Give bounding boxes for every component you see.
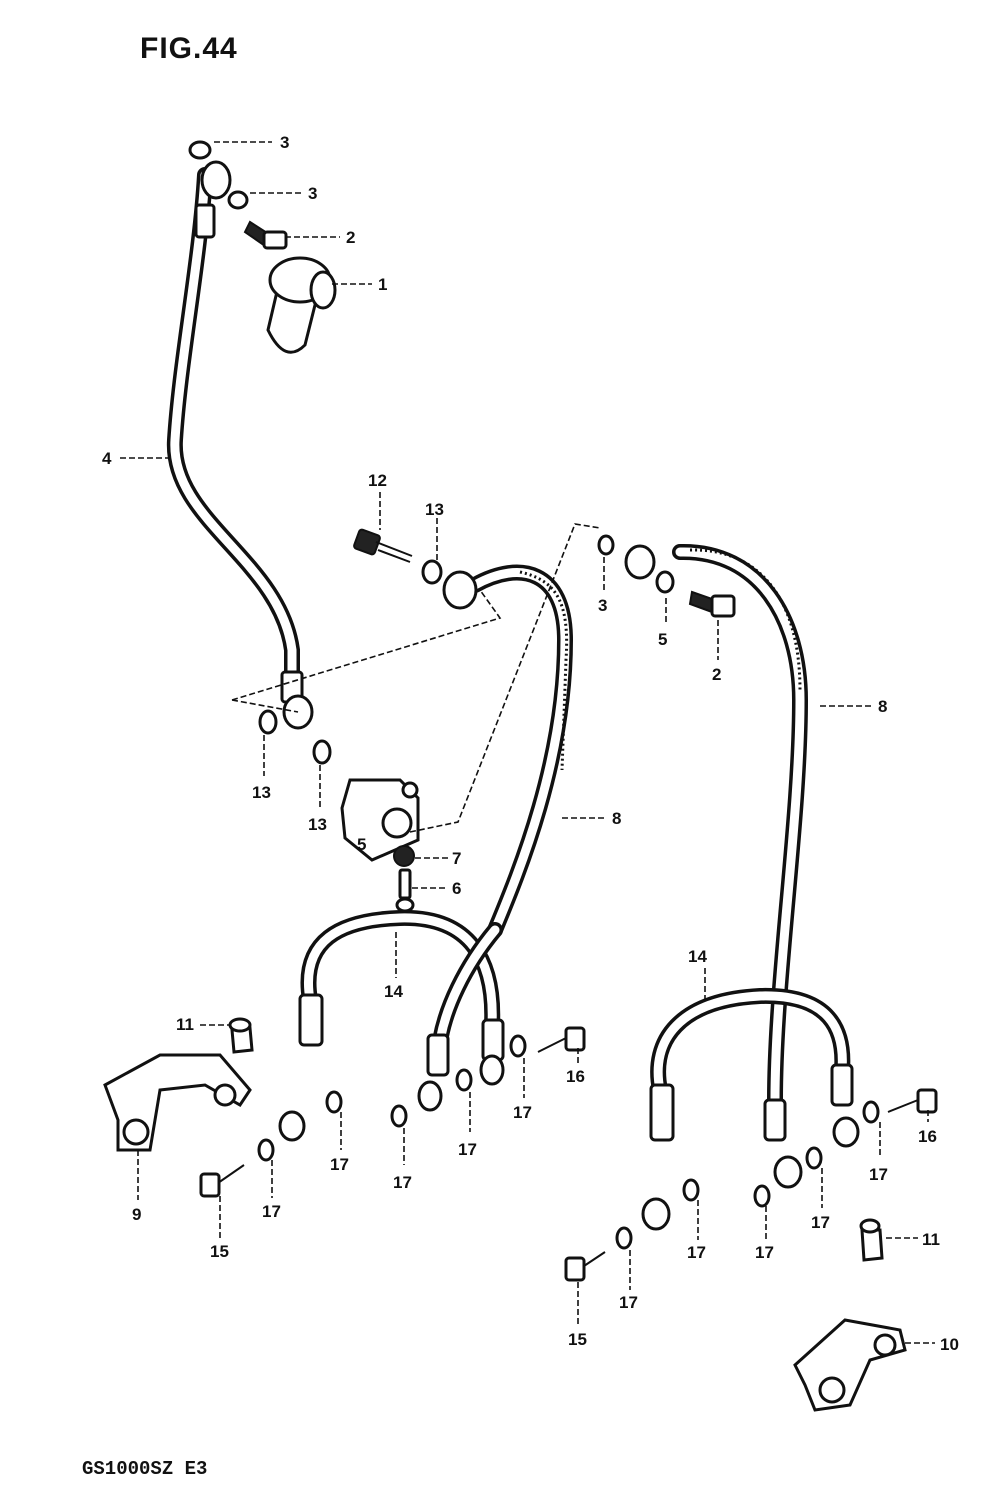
callout-11: 11	[922, 1230, 940, 1249]
washers-13	[258, 559, 443, 765]
callout-5: 5	[658, 630, 667, 649]
hose-8-left	[467, 564, 574, 938]
callout-17: 17	[330, 1155, 349, 1174]
callout-12: 12	[368, 471, 387, 490]
callout-17: 17	[755, 1243, 774, 1262]
master-cylinder-fitting-1	[266, 256, 337, 354]
callout-3: 3	[308, 184, 317, 203]
callout-2: 2	[712, 665, 721, 684]
hose-14-left	[298, 909, 505, 1077]
clamps-11	[228, 1017, 884, 1262]
cap-7	[393, 845, 415, 867]
callout-14: 14	[384, 982, 403, 1001]
hose-14-right	[649, 987, 854, 1142]
bolt-12	[353, 528, 413, 563]
callout-17: 17	[513, 1103, 532, 1122]
callout-8: 8	[612, 809, 621, 828]
washers-3	[188, 140, 615, 556]
hose-4	[166, 167, 304, 704]
three-way-joint-5	[340, 778, 420, 862]
banjo-fittings	[278, 1054, 860, 1231]
union-bolts-15-16	[199, 1026, 938, 1282]
callout-14: 14	[688, 947, 707, 966]
callout-17: 17	[687, 1243, 706, 1262]
figure-title: FIG.44	[140, 32, 238, 65]
callout-10: 10	[940, 1335, 959, 1354]
callout-1: 1	[378, 275, 387, 294]
callout-17: 17	[458, 1140, 477, 1159]
callout-15: 15	[568, 1330, 587, 1349]
callout-7: 7	[452, 849, 461, 868]
bracket-10	[793, 1318, 907, 1412]
hose-fittings	[282, 544, 675, 730]
callout-8: 8	[878, 697, 887, 716]
callout-3: 3	[598, 596, 607, 615]
callout-13: 13	[252, 783, 271, 802]
model-code: GS1000SZ E3	[82, 1458, 208, 1480]
callout-3: 3	[280, 133, 289, 152]
bleeder-6	[395, 868, 415, 913]
callout-17: 17	[869, 1165, 888, 1184]
leader-lines	[120, 141, 935, 1344]
callout-16: 16	[918, 1127, 937, 1146]
callout-2: 2	[346, 228, 355, 247]
union-bolt-2	[243, 220, 288, 250]
bracket-9	[103, 1053, 252, 1152]
callout-4: 4	[102, 449, 112, 468]
callout-labels: 3 3 2 1 4 12 13 3 5 2 8 13 13 5 8 7 6 14…	[102, 133, 959, 1354]
callout-17: 17	[811, 1213, 830, 1232]
callout-17: 17	[262, 1202, 281, 1221]
callout-9: 9	[132, 1205, 141, 1224]
callout-17: 17	[393, 1173, 412, 1192]
callout-15: 15	[210, 1242, 229, 1261]
callout-6: 6	[452, 879, 461, 898]
callout-5: 5	[357, 835, 366, 854]
callout-11: 11	[176, 1015, 194, 1034]
callout-13: 13	[425, 500, 444, 519]
callout-16: 16	[566, 1067, 585, 1086]
callout-17: 17	[619, 1293, 638, 1312]
washers-17	[257, 1034, 880, 1250]
union-bolt-2b	[688, 590, 736, 618]
callout-13: 13	[308, 815, 327, 834]
